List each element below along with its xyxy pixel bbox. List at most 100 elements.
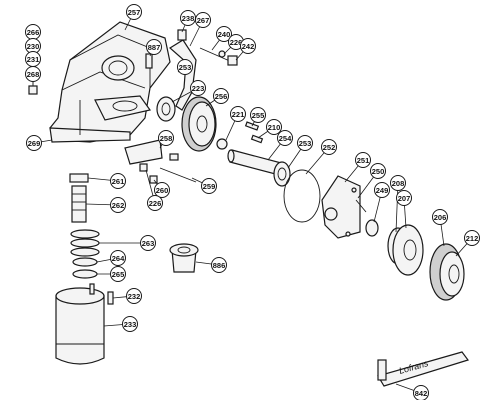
callout-255: 255 bbox=[250, 107, 266, 123]
callout-circle bbox=[250, 107, 266, 123]
callout-266: 266 bbox=[25, 24, 41, 40]
callout-number: 250 bbox=[372, 167, 385, 176]
clip-parts bbox=[355, 199, 379, 237]
callout-number: 230 bbox=[27, 42, 40, 51]
callout-249: 249 bbox=[374, 182, 390, 198]
callout-252: 252 bbox=[321, 139, 337, 155]
callout-circle bbox=[110, 197, 126, 213]
callout-206: 206 bbox=[432, 209, 448, 225]
gypsy-part bbox=[429, 243, 465, 301]
small-rings-part bbox=[216, 121, 264, 150]
callout-number: 251 bbox=[357, 156, 370, 165]
callout-circle bbox=[126, 4, 142, 20]
callout-223: 223 bbox=[190, 80, 206, 96]
callout-circle bbox=[374, 182, 390, 198]
callout-number: 262 bbox=[112, 201, 125, 210]
callout-circle bbox=[126, 288, 142, 304]
callout-number: 266 bbox=[27, 28, 40, 37]
callout-circle bbox=[122, 316, 138, 332]
callout-262: 262 bbox=[110, 197, 126, 213]
callout-number: 256 bbox=[215, 92, 228, 101]
callout-circle bbox=[110, 173, 126, 189]
callout-886: 886 bbox=[211, 257, 227, 273]
callout-number: 210 bbox=[268, 123, 281, 132]
callout-number: 253 bbox=[179, 63, 192, 72]
bearing-223-part bbox=[156, 96, 176, 122]
callout-circle bbox=[230, 106, 246, 122]
motor-part bbox=[55, 283, 114, 365]
callout-260: 260 bbox=[154, 182, 170, 198]
callout-842: 842 bbox=[413, 385, 429, 400]
callout-242: 242 bbox=[240, 38, 256, 54]
callout-circle bbox=[110, 250, 126, 266]
callout-circle bbox=[277, 130, 293, 146]
callout-number: 249 bbox=[376, 186, 389, 195]
callout-circle bbox=[158, 130, 174, 146]
callout-258: 258 bbox=[158, 130, 174, 146]
callout-233: 233 bbox=[122, 316, 138, 332]
callout-251: 251 bbox=[355, 152, 371, 168]
callout-circle bbox=[25, 66, 41, 82]
callout-238: 238 bbox=[180, 10, 196, 26]
callout-250: 250 bbox=[370, 163, 386, 179]
callout-267: 267 bbox=[195, 12, 211, 28]
callout-264: 264 bbox=[110, 250, 126, 266]
callout-circle bbox=[355, 152, 371, 168]
callout-268: 268 bbox=[25, 66, 41, 82]
callout-number: 268 bbox=[27, 70, 40, 79]
callout-207: 207 bbox=[396, 190, 412, 206]
callout-circle bbox=[266, 119, 282, 135]
callout-circle bbox=[201, 178, 217, 194]
callout-number: 252 bbox=[323, 143, 336, 152]
callout-circle bbox=[140, 235, 156, 251]
callout-number: 226 bbox=[149, 199, 162, 208]
callout-circle bbox=[432, 209, 448, 225]
callout-number: 257 bbox=[128, 8, 141, 17]
callout-circle bbox=[146, 39, 162, 55]
callout-circle bbox=[370, 163, 386, 179]
callout-number: 887 bbox=[148, 43, 161, 52]
callout-circle bbox=[396, 190, 412, 206]
callout-254: 254 bbox=[277, 130, 293, 146]
callout-number: 238 bbox=[182, 14, 195, 23]
callout-circle bbox=[195, 12, 211, 28]
callout-221: 221 bbox=[230, 106, 246, 122]
callout-number: 233 bbox=[124, 320, 137, 329]
crank-handle-part: Lofrans bbox=[377, 351, 469, 387]
callout-887: 887 bbox=[146, 39, 162, 55]
callout-number: 265 bbox=[112, 270, 125, 279]
spindle-part bbox=[69, 173, 89, 223]
gear-wheel-part bbox=[181, 96, 217, 152]
callout-253: 253 bbox=[177, 59, 193, 75]
callout-number: 212 bbox=[466, 234, 479, 243]
drum-207-part bbox=[387, 224, 424, 276]
callout-number: 259 bbox=[203, 182, 216, 191]
callout-circle bbox=[211, 257, 227, 273]
bearing-253-part bbox=[273, 161, 291, 187]
callout-number: 269 bbox=[28, 139, 41, 148]
callout-263: 263 bbox=[140, 235, 156, 251]
callout-circle bbox=[190, 80, 206, 96]
callout-240: 240 bbox=[216, 26, 232, 42]
callout-number: 208 bbox=[392, 179, 405, 188]
bushing-part bbox=[169, 243, 199, 273]
callout-257: 257 bbox=[126, 4, 142, 20]
callout-210: 210 bbox=[266, 119, 282, 135]
cover-plate-part bbox=[321, 175, 361, 239]
callout-number: 261 bbox=[112, 177, 125, 186]
callout-circle bbox=[413, 385, 429, 400]
callout-number: 226 bbox=[230, 38, 243, 47]
callout-number: 253 bbox=[299, 139, 312, 148]
callout-208: 208 bbox=[390, 175, 406, 191]
callout-212: 212 bbox=[464, 230, 480, 246]
callout-259: 259 bbox=[201, 178, 217, 194]
callout-circle bbox=[297, 135, 313, 151]
callout-circle bbox=[177, 59, 193, 75]
callout-number: 255 bbox=[252, 111, 265, 120]
leader-line-208 bbox=[395, 182, 399, 233]
callout-number: 223 bbox=[192, 84, 205, 93]
callout-number: 260 bbox=[156, 186, 169, 195]
top-bolt-part bbox=[199, 47, 238, 66]
